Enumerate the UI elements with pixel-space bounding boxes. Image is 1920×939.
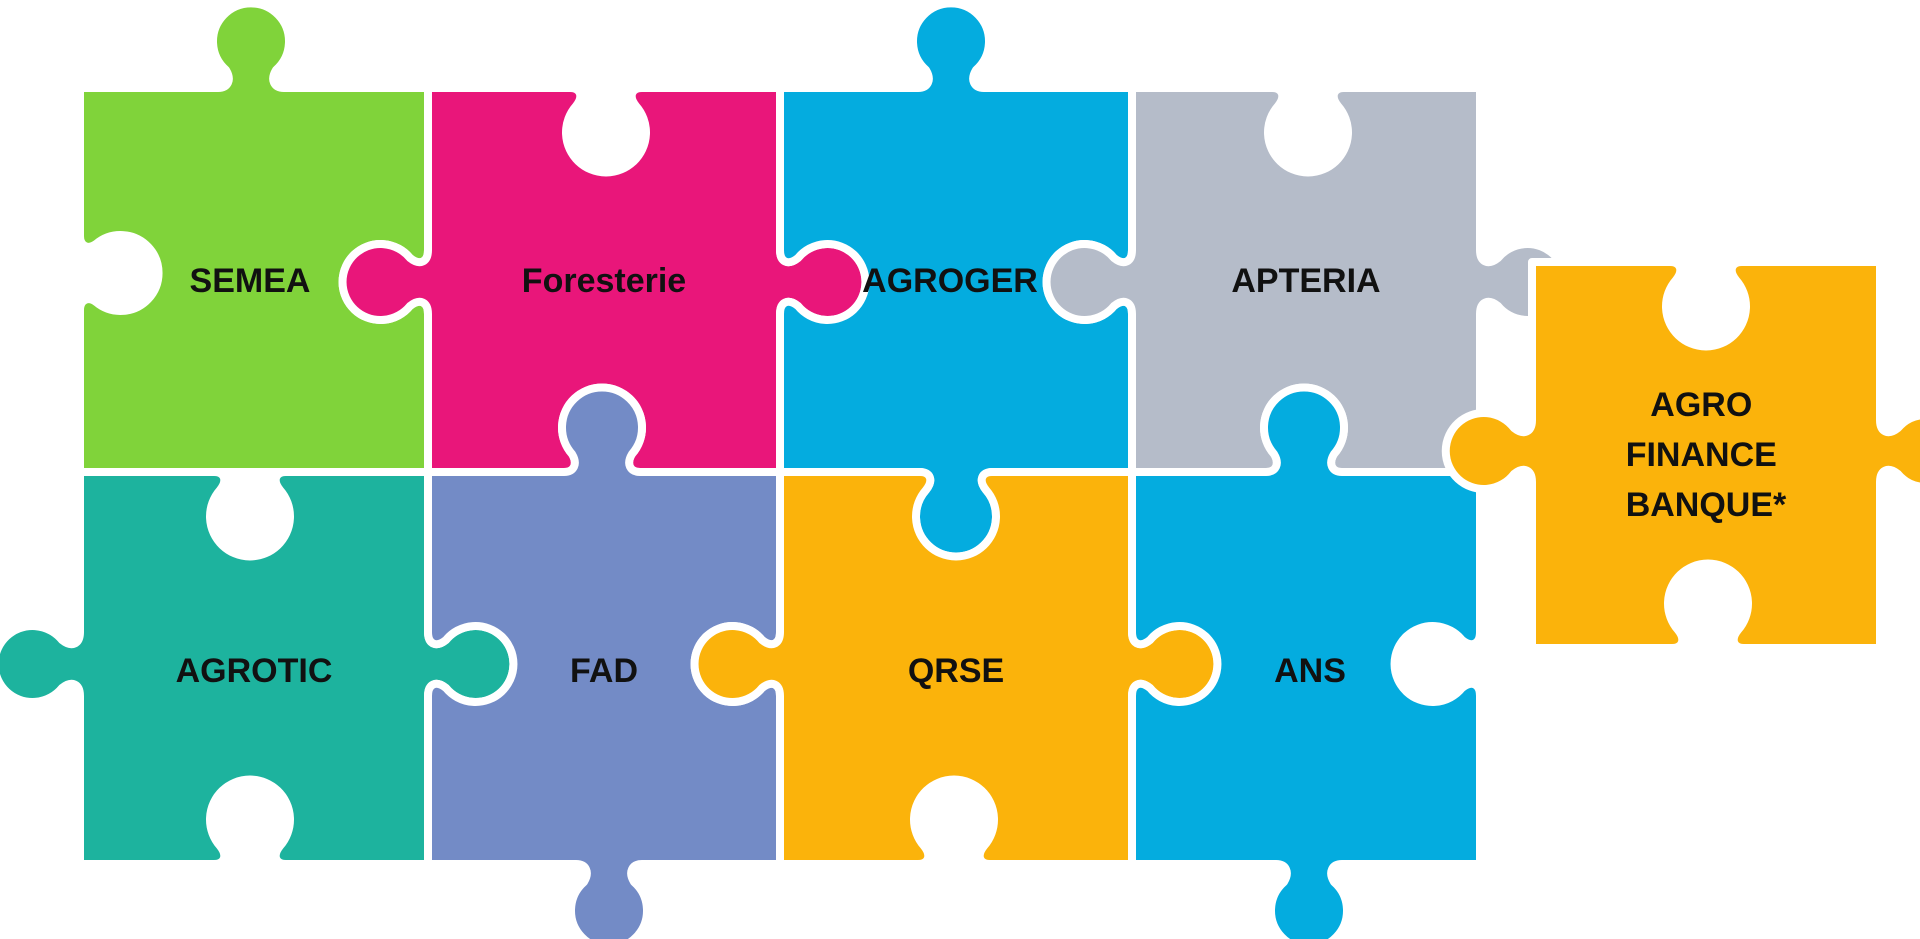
piece-semea-label: SEMEA: [190, 262, 311, 300]
piece-agrotic-label: AGROTIC: [176, 652, 333, 690]
piece-fad-shape: [424, 383, 784, 939]
piece-fad: FAD: [424, 383, 784, 939]
piece-agro-finance-banque-line-1: AGRO: [1650, 386, 1752, 424]
piece-foresterie-label: Foresterie: [522, 262, 686, 300]
piece-ans: ANS: [1128, 383, 1484, 939]
piece-semea: SEMEA: [76, 0, 432, 476]
piece-semea-shape: [76, 0, 432, 476]
piece-agro-finance-banque: AGRO FINANCE BANQUE*: [1441, 258, 1920, 652]
piece-agrotic: AGROTIC: [0, 468, 518, 868]
piece-qrse-label: QRSE: [908, 652, 1004, 690]
piece-ans-shape: [1128, 383, 1484, 939]
piece-agro-finance-banque-line-3: BANQUE*: [1626, 486, 1787, 524]
piece-ans-label: ANS: [1274, 652, 1346, 690]
piece-agro-finance-banque-label: AGRO FINANCE BANQUE*: [1626, 386, 1787, 524]
piece-apteria-label: APTERIA: [1231, 262, 1380, 300]
piece-agroger-label: AGROGER: [862, 262, 1038, 300]
piece-agro-finance-banque-shape: [1441, 258, 1920, 652]
piece-agro-finance-banque-line-2: FINANCE: [1626, 436, 1777, 474]
piece-fad-label: FAD: [570, 652, 638, 690]
